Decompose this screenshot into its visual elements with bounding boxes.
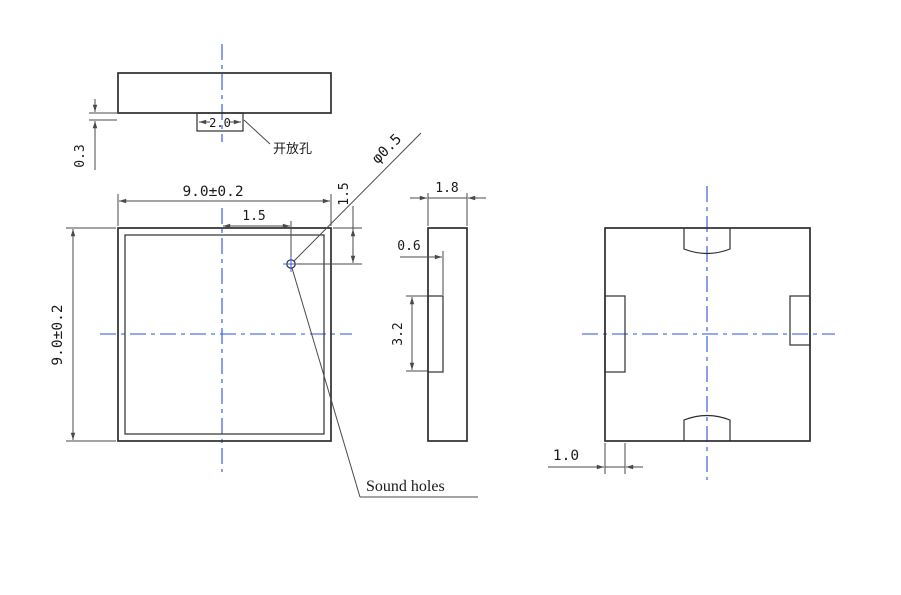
dim-pad-height-text: 3.2 [391,322,406,345]
bottom-view-top-tab [683,228,731,255]
dim-hole-offset-y: 1.5 [297,182,362,265]
dim-pad-width-text: 1.0 [553,448,579,464]
dim-pad-height: 3.2 [391,295,427,372]
dim-pad-offset-text: 0.6 [397,239,420,254]
bottom-view-bottom-tab [683,414,731,441]
sound-holes-callout: Sound holes [291,267,478,498]
dim-notch-width: 2.0 [199,116,241,130]
dim-width-text: 9.0±0.2 [182,184,243,200]
bottom-view-right-pad [789,295,811,346]
dim-height: 9.0±0.2 [50,227,116,442]
leader-line [291,267,361,498]
dim-notch-width-text: 2.0 [209,116,231,130]
open-hole-callout: 开放孔 [243,119,312,157]
dim-base-thickness-text: 0.3 [73,144,88,167]
bottom-view-left-pad [604,295,626,373]
dim-thickness-text: 1.8 [435,181,458,196]
dim-pad-width: 1.0 [548,443,643,474]
dim-hole-offset-x-text: 1.5 [242,209,265,224]
dim-height-text: 9.0±0.2 [50,304,66,365]
dim-hole-offset-y-text: 1.5 [337,182,352,205]
bottom-view: 1.0 [548,227,811,474]
dim-thickness: 1.8 [410,181,486,226]
centerlines [100,44,835,480]
open-hole-label: 开放孔 [273,142,312,157]
top-view-inner-edge [124,234,325,435]
side-view: 1.8 0.6 3.2 [391,181,486,442]
dim-pad-offset: 0.6 [397,239,444,295]
dim-width: 9.0±0.2 [117,184,332,226]
front-view-sound-opening [196,112,244,132]
dim-hole-offset-x: 1.5 [223,209,292,257]
sound-holes-label: Sound holes [366,478,445,495]
leader-line [243,119,271,145]
front-view: 2.0 开放孔 0.3 [73,72,332,170]
dim-base-thickness: 0.3 [73,99,117,170]
side-view-pad [427,295,444,373]
leader-line [293,132,422,262]
top-view: 9.0±0.2 1.5 1.5 φ0.5 9.0±0.2 [50,131,478,498]
